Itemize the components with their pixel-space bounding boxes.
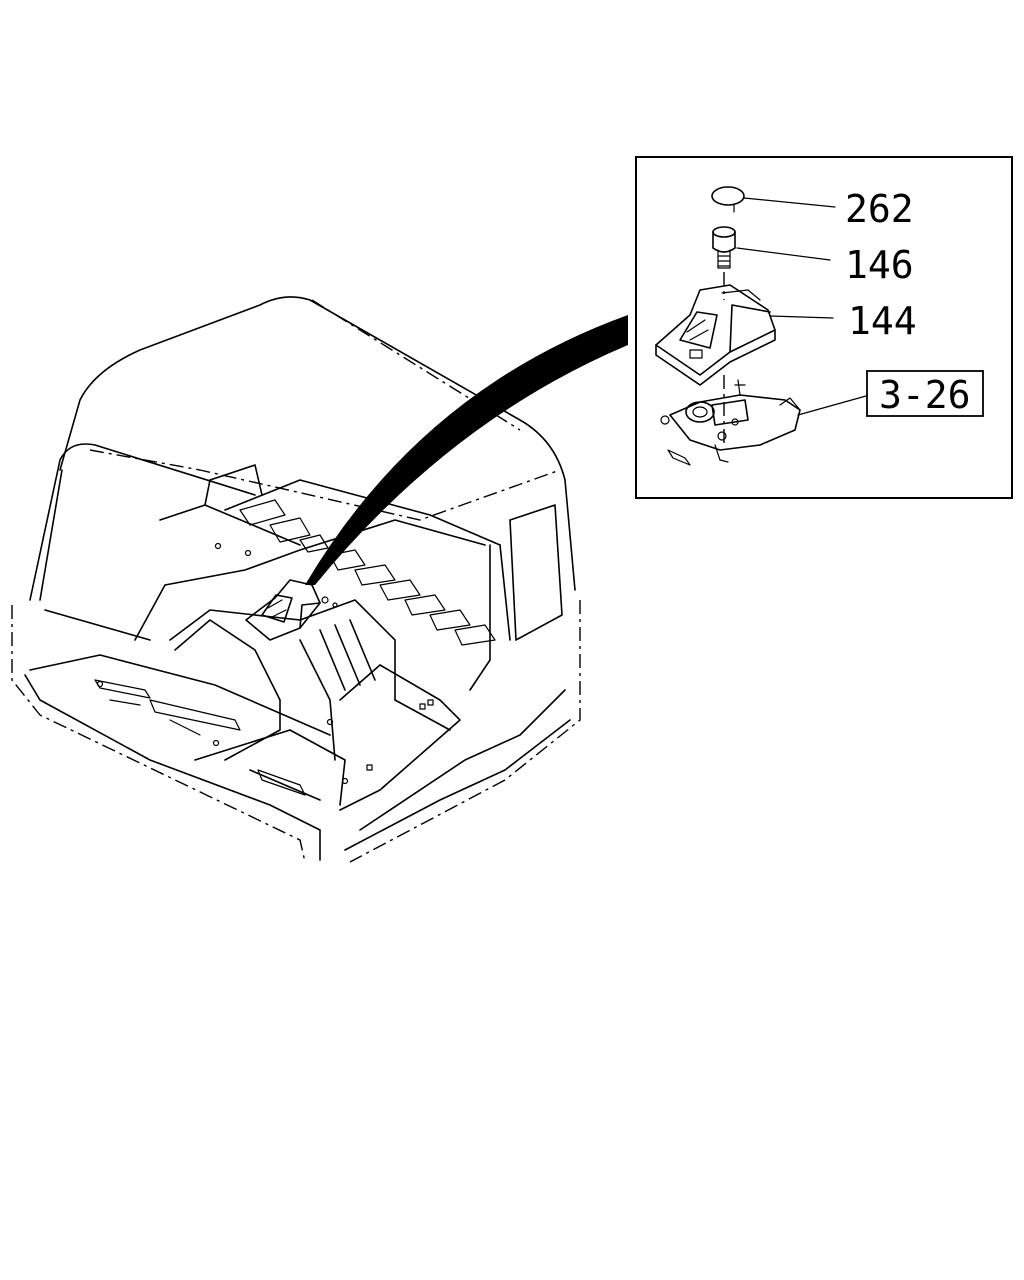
callout-146: 146 — [845, 243, 914, 287]
shift-mechanism — [660, 379, 867, 466]
rear-floor-slots — [239, 499, 496, 646]
reference-box — [866, 370, 984, 417]
installed-shift-boot — [245, 579, 338, 641]
callout-144: 144 — [848, 299, 917, 343]
cab-floor-illustration — [11, 296, 628, 863]
boot-part — [655, 284, 834, 445]
callout-262: 262 — [845, 187, 914, 231]
detail-leader-curve — [305, 315, 628, 585]
detail-inset: 262 146 144 3-26 — [635, 156, 1013, 499]
callout-ref-3-26: 3-26 — [879, 373, 971, 417]
detail-frame — [635, 156, 1013, 499]
cap-part — [711, 186, 836, 213]
